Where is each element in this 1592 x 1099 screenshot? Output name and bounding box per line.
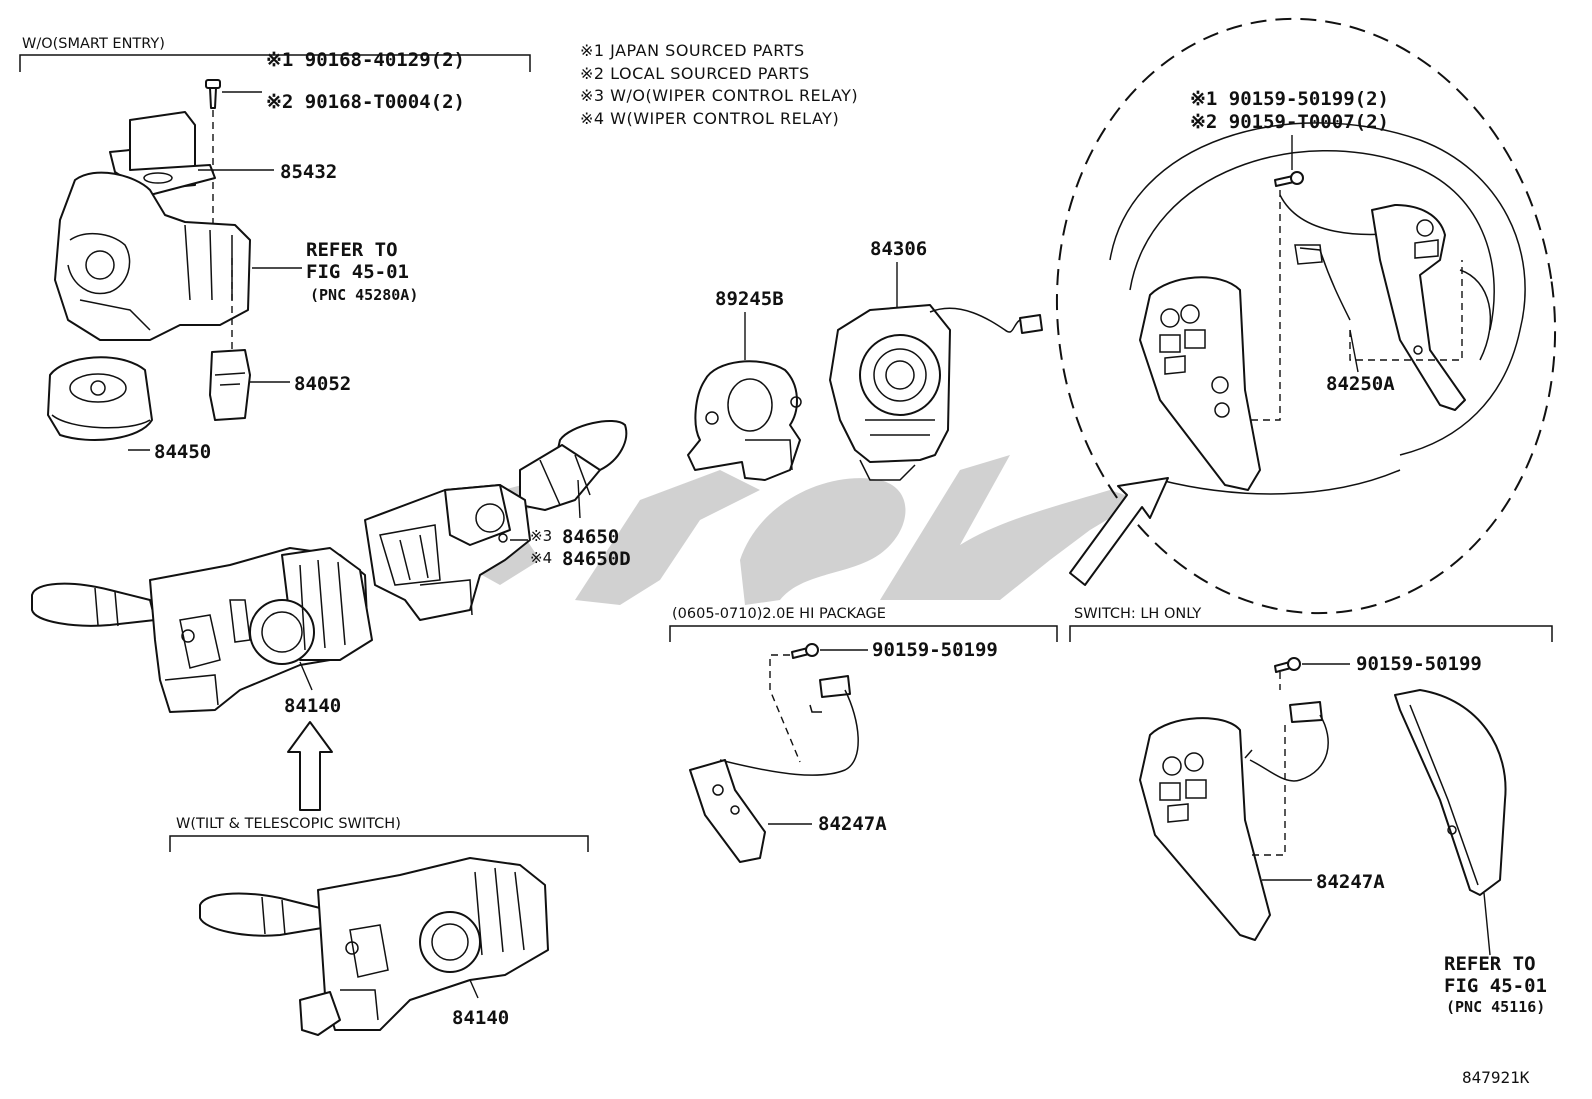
label-fig-45-01-a: FIG 45-01 [306, 261, 409, 283]
steering-wheel-icon [1109, 122, 1526, 495]
label-refer-to-b: REFER TO [1444, 953, 1536, 975]
section-title-smart-entry: W/O(SMART ENTRY) [22, 36, 165, 52]
steering-column-housing-icon [54, 171, 251, 341]
figure-number: 847921K [1462, 1068, 1530, 1087]
screw-icon [791, 643, 819, 659]
combination-switch-84140-bottom-icon [199, 857, 549, 1036]
arrow-up-icon [287, 721, 333, 811]
cover-panel-icon [1394, 689, 1507, 896]
label-mark-3: ※3 [530, 527, 552, 545]
switch-84247a-left-icon [689, 675, 859, 863]
label-84052: 84052 [294, 373, 351, 395]
label-84650d: 84650D [562, 548, 631, 570]
label-screw-90168-T0004: ※2 90168-T0004(2) [266, 91, 465, 113]
lh-only-section: SWITCH: LH ONLY [1069, 606, 1553, 642]
steering-switch-pad-right-icon [1371, 204, 1466, 411]
label-84247a-right: 84247A [1316, 871, 1385, 893]
switch-84052-icon [209, 349, 251, 421]
smart-entry-section: W/O(SMART ENTRY) [19, 36, 531, 72]
label-84140-bottom: 84140 [452, 1007, 509, 1029]
steering-switch-pad-left-icon [1139, 276, 1261, 491]
label-fig-45-01-b: FIG 45-01 [1444, 975, 1547, 997]
note-1: ※1 JAPAN SOURCED PARTS [580, 41, 805, 60]
steering-wheel-detail-outline [1055, 17, 1557, 615]
label-mark-4: ※4 [530, 549, 552, 567]
label-84450: 84450 [154, 441, 211, 463]
label-84247a-left: 84247A [818, 813, 887, 835]
hi-package-section: (0605-0710)2.0E HI PACKAGE [669, 606, 1058, 642]
spiral-cable-84306-icon [829, 304, 1043, 481]
notes-block: ※1 JAPAN SOURCED PARTS ※2 LOCAL SOURCED … [580, 41, 858, 128]
section-title-lh-only: SWITCH: LH ONLY [1074, 606, 1201, 622]
section-title-tilt: W(TILT & TELESCOPIC SWITCH) [176, 816, 401, 832]
note-4: ※4 W(WIPER CONTROL RELAY) [580, 109, 839, 128]
label-screw-90159-50199-d: 90159-50199 [1356, 653, 1482, 675]
label-84250a: 84250A [1326, 373, 1395, 395]
label-pnc-45280a: (PNC 45280A) [310, 286, 418, 304]
arrow-diagonal-icon [1069, 477, 1169, 586]
screw-icon [205, 79, 221, 109]
screw-icon [1274, 657, 1301, 673]
note-3: ※3 W/O(WIPER CONTROL RELAY) [580, 86, 858, 105]
wiper-switch-84650-icon [364, 420, 628, 621]
tilt-telescopic-section: W(TILT & TELESCOPIC SWITCH) [169, 816, 589, 852]
label-85432: 85432 [280, 161, 337, 183]
label-screw-90159-T0007-2: ※2 90159-T0007(2) [1190, 111, 1389, 133]
ignition-switch-84450-icon [47, 356, 153, 441]
note-2: ※2 LOCAL SOURCED PARTS [580, 64, 810, 83]
label-screw-90159-50199-c: 90159-50199 [872, 639, 998, 661]
switch-84247a-right-icon [1139, 701, 1329, 941]
label-84140-top: 84140 [284, 695, 341, 717]
label-89245b: 89245B [715, 288, 784, 310]
sensor-89245b-icon [687, 360, 802, 481]
label-refer-to-a: REFER TO [306, 239, 398, 261]
label-84650: 84650 [562, 526, 619, 548]
section-title-hi-package: (0605-0710)2.0E HI PACKAGE [672, 606, 886, 622]
label-84306: 84306 [870, 238, 927, 260]
label-screw-90159-50199-2: ※1 90159-50199(2) [1190, 88, 1389, 110]
combination-switch-84140-top-icon [31, 547, 373, 713]
label-pnc-45116: (PNC 45116) [1446, 998, 1545, 1016]
screw-icon [1274, 171, 1304, 187]
label-screw-90168-40129: ※1 90168-40129(2) [266, 49, 465, 71]
